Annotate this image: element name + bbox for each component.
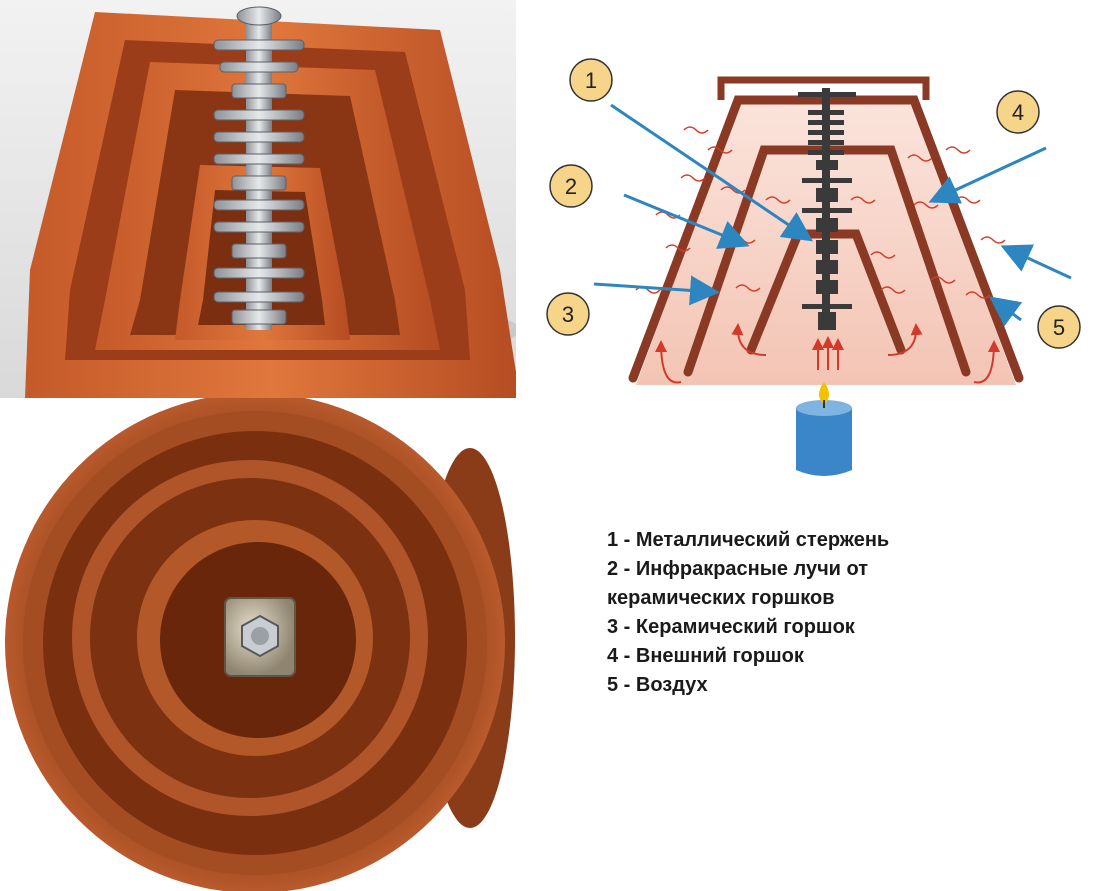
- legend: 1 - Металлический стержень 2 - Инфракрас…: [607, 526, 1087, 700]
- arrow-5b: [989, 296, 1023, 327]
- legend-item-5: 5 - Воздух: [607, 674, 708, 696]
- photo-topdown-pots: [0, 398, 516, 891]
- convection-arrows: [655, 323, 1000, 384]
- legend-item-1: 1 - Металлический стержень: [607, 529, 890, 551]
- callout-2-number: 2: [565, 174, 577, 199]
- callout-4-number: 4: [1012, 100, 1024, 125]
- threaded-rod: [246, 10, 272, 330]
- metal-rod: [798, 88, 856, 330]
- legend-item-4: 4 - Внешний горшок: [607, 645, 804, 667]
- legend-item-3: 3 - Керамический горшок: [607, 616, 855, 638]
- callout-2: 2: [549, 164, 593, 208]
- candle-flame: [819, 382, 829, 405]
- photo-cutaway-pots: [0, 0, 516, 398]
- candle: [796, 382, 852, 476]
- arrow-5a: [1000, 244, 1072, 280]
- washer-stack: [213, 6, 305, 325]
- cutaway-illustration: [0, 0, 516, 398]
- callout-1-number: 1: [585, 68, 597, 93]
- diagram-svg: 1 2 3 4 5: [546, 58, 1081, 476]
- arrow-4: [928, 146, 1047, 204]
- top-cap: [717, 76, 930, 100]
- callout-5: 5: [1037, 305, 1081, 349]
- callout-4: 4: [996, 90, 1040, 134]
- legend-item-2: 2 - Инфракрасные лучи от керамических го…: [607, 558, 869, 609]
- callout-5-number: 5: [1053, 315, 1065, 340]
- arrow-2: [623, 193, 750, 249]
- callout-3-number: 3: [562, 302, 574, 327]
- callout-arrows: [593, 103, 1072, 327]
- topdown-illustration: [0, 398, 516, 891]
- bolt-end: [251, 627, 269, 645]
- callout-1: 1: [569, 58, 613, 102]
- heater-diagram: 1 2 3 4 5: [516, 0, 1110, 500]
- arrow-1: [610, 103, 813, 242]
- arrow-3: [593, 275, 720, 306]
- callout-3: 3: [546, 292, 590, 336]
